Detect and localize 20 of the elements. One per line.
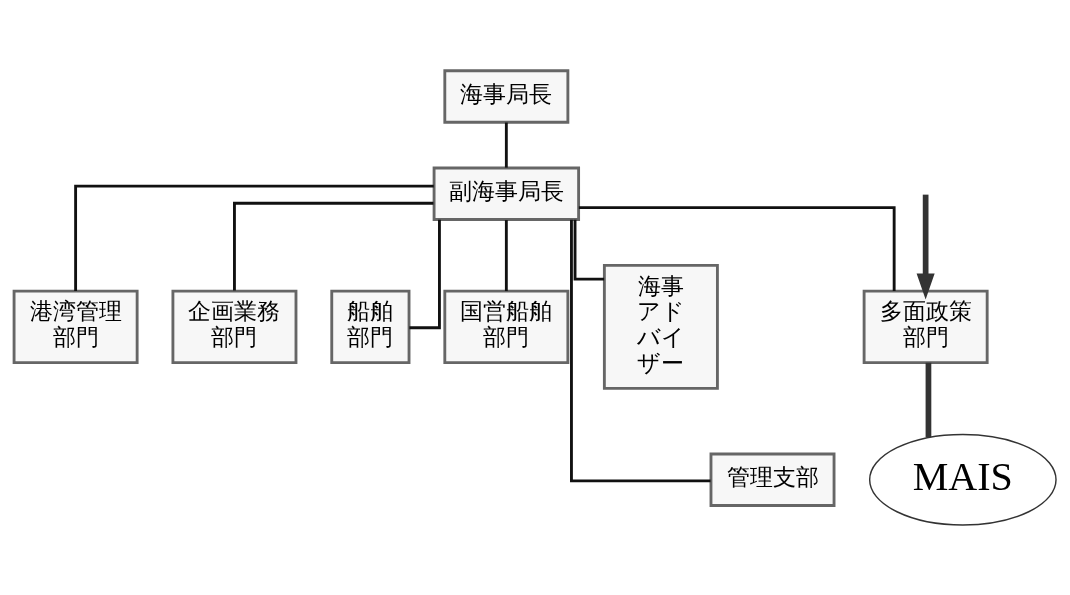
connector: [573, 219, 605, 281]
node-box: 船舶部門: [330, 289, 411, 364]
node-ellipse: MAIS: [868, 433, 1057, 526]
node-box: 企画業務部門: [171, 289, 298, 364]
connector: [74, 184, 434, 291]
node-box: 国営船舶部門: [443, 289, 570, 364]
node-box: 管理支部: [709, 452, 836, 507]
connector: [504, 219, 508, 291]
node-box: 副海事局長: [432, 166, 581, 221]
node-box: 海事局長: [443, 68, 570, 124]
connector: [233, 201, 434, 290]
connector: [578, 205, 896, 291]
arrow: [916, 194, 935, 299]
connector: [570, 219, 711, 482]
connector: [409, 219, 441, 329]
node-box: 港湾管理部門: [12, 289, 139, 364]
connector: [925, 362, 932, 437]
node-box: 多面政策部門: [862, 289, 989, 364]
node-box: 海事アドバイザー: [602, 263, 719, 390]
connector: [504, 122, 508, 168]
